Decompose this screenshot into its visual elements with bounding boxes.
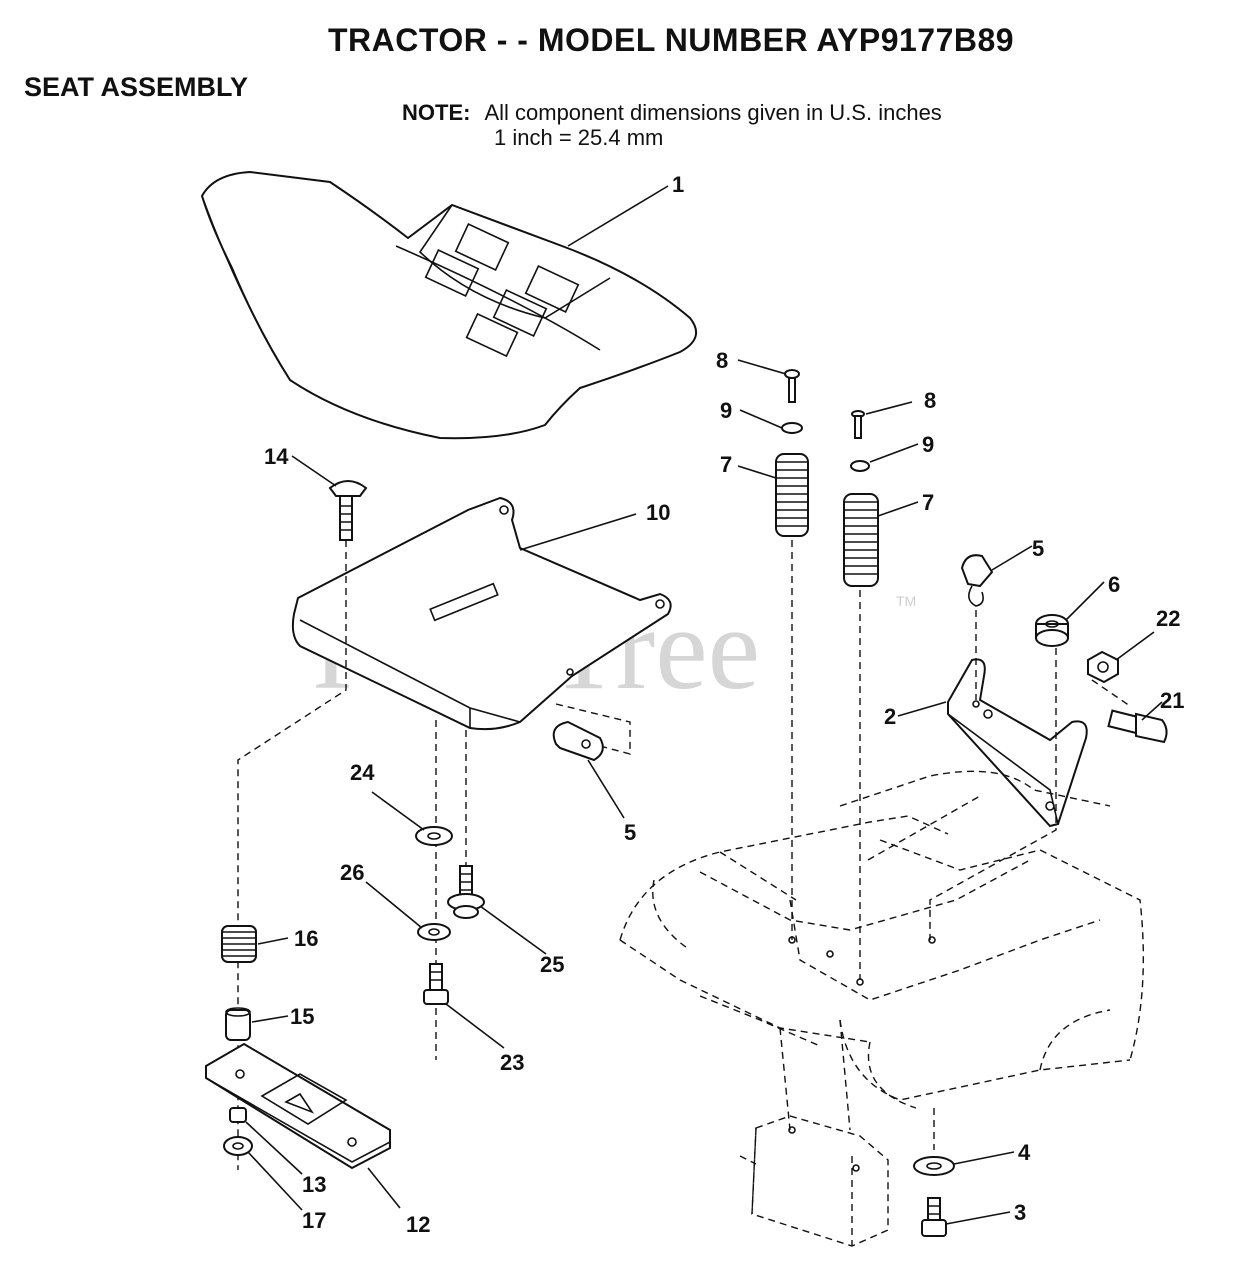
seat-pan-part[interactable] [291, 496, 672, 731]
bracket-plate-part[interactable] [205, 1042, 391, 1170]
section-title: SEAT ASSEMBLY [24, 72, 249, 102]
washer-4-part[interactable] [913, 1156, 955, 1176]
clip-lower-part[interactable] [552, 720, 604, 762]
hex-screw-3-part[interactable] [921, 1197, 947, 1237]
washer-9-right-part[interactable] [850, 460, 870, 472]
note-line-1: All component dimensions given in U.S. i… [484, 100, 942, 125]
nut-13-part[interactable] [229, 1107, 247, 1123]
seat-part[interactable] [200, 170, 698, 440]
callout-5-lower: 5 [624, 820, 636, 845]
bolt-8-left-part[interactable] [784, 369, 800, 403]
callout-10: 10 [646, 500, 670, 525]
note-label: NOTE: [402, 100, 471, 125]
tractor-frame-reference [619, 770, 1145, 1247]
callout-1: 1 [672, 172, 684, 197]
callout-26: 26 [340, 860, 364, 885]
carriage-bolt-part[interactable] [328, 480, 368, 541]
bolt-8-right-part[interactable] [851, 410, 865, 439]
dimension-note: NOTE: All component dimensions given in U… [402, 100, 942, 150]
callout-12: 12 [406, 1212, 430, 1237]
hex-screw-23-part[interactable] [423, 963, 449, 1005]
callout-8-left: 8 [716, 348, 728, 373]
bushing-part[interactable] [225, 1007, 251, 1041]
spring-16-part[interactable] [221, 925, 257, 963]
spring-7-right-part[interactable] [843, 493, 879, 587]
callout-8-right: 8 [924, 388, 936, 413]
callout-6: 6 [1108, 572, 1120, 597]
callout-23: 23 [500, 1050, 524, 1075]
clip-upper-part[interactable] [960, 554, 994, 607]
callout-7-right: 7 [922, 490, 934, 515]
callout-25: 25 [540, 952, 564, 977]
nut-6-part[interactable] [1035, 614, 1069, 647]
callout-9-right: 9 [922, 432, 934, 457]
callout-14: 14 [264, 444, 289, 469]
diagram-title: TRACTOR - - MODEL NUMBER AYP9177B89 [328, 22, 1015, 58]
bracket-2-part[interactable] [947, 658, 1088, 828]
spring-7-left-part[interactable] [775, 453, 809, 537]
callout-7-left: 7 [720, 452, 732, 477]
washer-17-part[interactable] [223, 1136, 253, 1156]
callout-13: 13 [302, 1172, 326, 1197]
watermark-tm: TM [896, 593, 916, 609]
bolt-21-part[interactable] [1107, 709, 1168, 744]
callout-9-left: 9 [720, 398, 732, 423]
callout-15: 15 [290, 1004, 314, 1029]
washer-24-part[interactable] [415, 826, 453, 846]
callout-21: 21 [1160, 688, 1184, 713]
callout-16: 16 [294, 926, 318, 951]
callout-2: 2 [884, 704, 896, 729]
note-line-2: 1 inch = 25.4 mm [494, 125, 664, 150]
callout-3: 3 [1014, 1200, 1026, 1225]
callout-24: 24 [350, 760, 375, 785]
callout-5-upper: 5 [1032, 536, 1044, 561]
callout-17: 17 [302, 1208, 326, 1233]
callout-22: 22 [1156, 606, 1180, 631]
shoulder-screw-part[interactable] [447, 865, 485, 919]
washer-9-left-part[interactable] [781, 422, 803, 434]
callout-4: 4 [1018, 1140, 1031, 1165]
nut-22-part[interactable] [1087, 650, 1119, 684]
washer-26-part[interactable] [417, 923, 451, 941]
